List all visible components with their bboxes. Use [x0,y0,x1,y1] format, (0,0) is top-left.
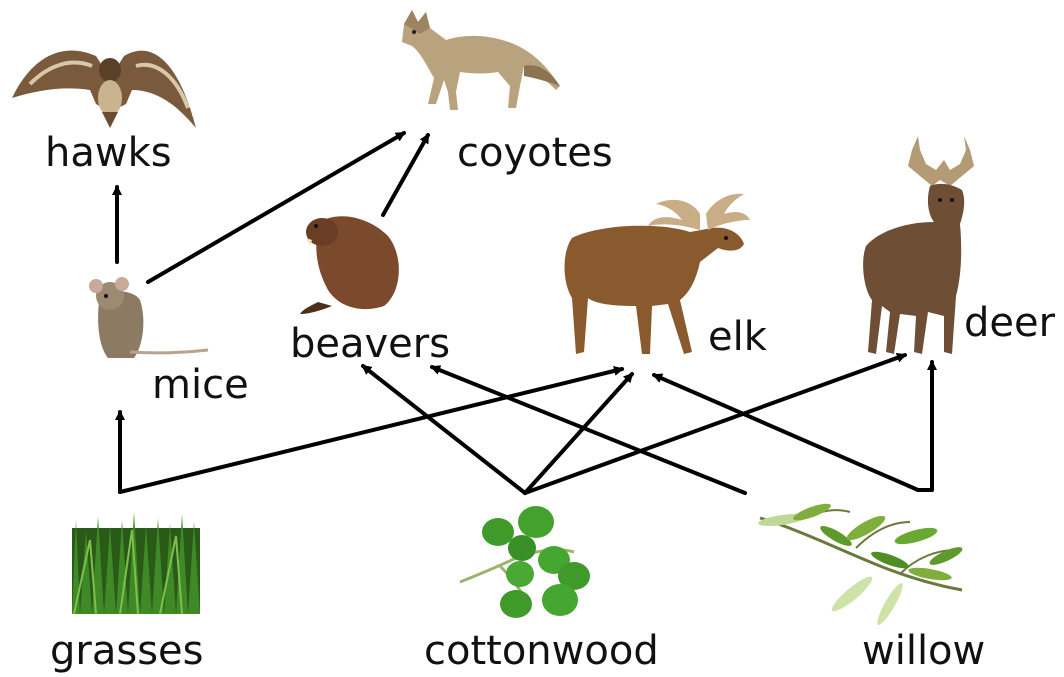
cottonwood-leaf-icon [460,506,590,618]
beavers-label: beavers [290,321,450,367]
arrow-beavers-to-coyotes [383,135,428,215]
arrow-cottonwood-to-deer [525,355,905,493]
coyote-icon [402,10,560,110]
mice-label: mice [152,362,249,408]
cottonwood-label: cottonwood [424,628,659,674]
beaver-icon [300,216,399,314]
coyotes-label: coyotes [457,130,613,176]
hawks-label: hawks [45,130,172,176]
grass-icon [72,512,200,614]
elk-label: elk [708,314,768,360]
hawk-icon [12,50,196,128]
willow-branch-icon [758,500,965,627]
grasses-label: grasses [50,628,203,674]
arrow-willow-to-deer [918,362,932,490]
mouse-icon [89,277,208,358]
willow-label: willow [862,628,985,674]
deer-label: deer [964,300,1056,346]
arrow-cottonwood-to-beavers [363,366,525,493]
arrows [117,133,932,493]
deer-icon [863,136,974,354]
